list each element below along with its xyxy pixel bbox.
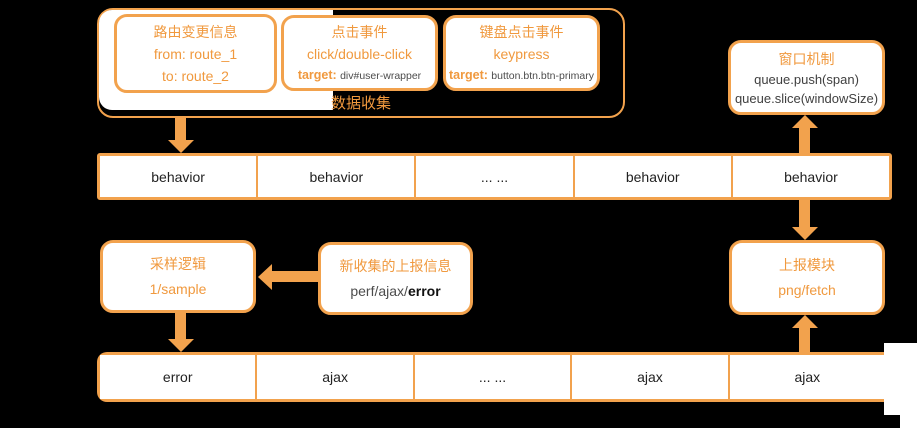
window-mechanism-box: 窗口机制 queue.push(span) queue.slice(window… [728,40,885,115]
new-report-info-box: 新收集的上报信息 perf/ajax/error [318,242,473,315]
click-target-label: target: [297,67,337,82]
route-to-line: to: route_2 [162,67,229,84]
keyboard-target-label: target: [449,67,488,82]
arrow-behavior-to-report [792,200,818,240]
arrow-newinfo-to-sampling [258,264,318,290]
sampling-box-line: 1/sample [149,281,207,297]
keyboard-box-subtitle: keypress [493,45,550,62]
click-box-title: 点击事件 [331,23,388,40]
keyboard-box-title: 键盘点击事件 [479,23,564,40]
report-queue-bar: error ajax ... ... ajax ajax [97,352,886,402]
click-target-value: div#user-wrapper [340,69,422,82]
data-collection-label: 数据收集 [330,95,391,112]
keyboard-event-box: 键盘点击事件 keypress target: button.btn.btn-p… [443,15,600,91]
sampling-logic-box: 采样逻辑 1/sample [100,240,256,313]
report-module-box: 上报模块 png/fetch [729,240,885,315]
route-change-box: 路由变更信息 from: route_1 to: route_2 [114,14,277,93]
queue-cell-error: error [100,355,258,399]
behavior-cell: behavior [732,156,890,197]
arrow-sampling-to-queue [168,313,194,352]
data-collection-group: 路由变更信息 from: route_1 to: route_2 点击事件 cl… [97,8,625,118]
white-corner-patch [900,415,917,428]
behavior-cell: behavior [574,156,733,197]
newinfo-box-title: 新收集的上报信息 [339,258,452,274]
queue-cell-ajax: ajax [729,355,886,399]
queue-cell-ajax: ajax [572,355,730,399]
arrow-queue-to-report [792,315,818,352]
queue-cell-ajax: ajax [257,355,415,399]
route-from-line: from: route_1 [153,45,238,62]
click-event-box: 点击事件 click/double-click target: div#user… [281,15,438,91]
behavior-cell-ellipsis: ... ... [416,156,575,197]
window-box-line2: queue.slice(windowSize) [734,90,879,106]
report-box-line: png/fetch [778,282,836,298]
newinfo-box-line: perf/ajax/error [350,280,440,302]
arrow-collector-to-behavior [168,118,194,153]
report-box-title: 上报模块 [779,257,835,273]
route-box-title: 路由变更信息 [153,23,238,40]
behavior-cell: behavior [100,156,259,197]
keyboard-target-value: button.btn.btn-primary [491,69,594,82]
white-corner-patch [884,343,917,415]
queue-cell-ellipsis: ... ... [414,355,573,399]
sampling-box-title: 采样逻辑 [150,256,206,272]
click-box-subtitle: click/double-click [306,45,413,62]
window-box-title: 窗口机制 [778,50,835,67]
newinfo-line-error: error [407,283,441,299]
click-target-line: target: div#user-wrapper [298,65,421,86]
behavior-queue-bar: behavior behavior ... ... behavior behav… [97,153,892,200]
window-box-line1: queue.push(span) [754,71,859,87]
behavior-cell: behavior [258,156,417,197]
keyboard-target-line: target: button.btn.btn-primary [449,65,594,86]
arrow-behavior-to-window [792,115,818,153]
newinfo-line-prefix: perf/ajax/ [350,283,408,299]
